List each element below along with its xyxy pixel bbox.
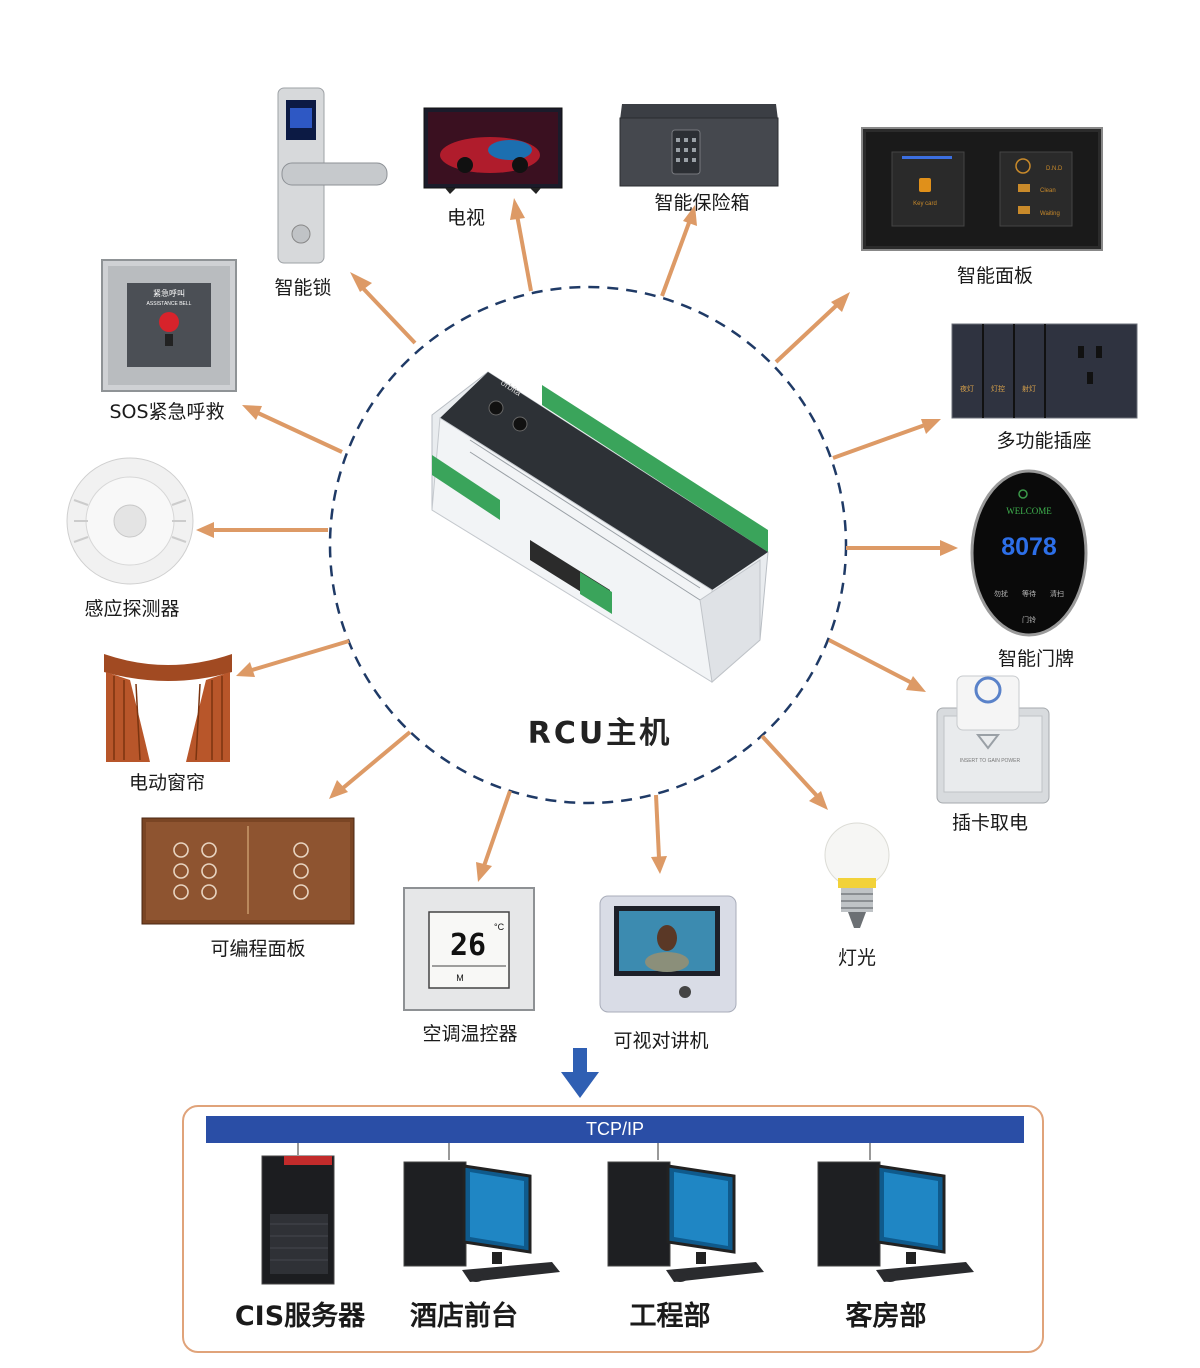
smart-lock-image bbox=[277, 87, 388, 264]
label-engineering: 工程部 bbox=[629, 1301, 711, 1332]
network-box bbox=[182, 1105, 1044, 1353]
doorplate-status-1: 勿扰 bbox=[994, 589, 1008, 598]
doorplate-welcome: WELCOME bbox=[1006, 506, 1052, 516]
smart-panel-image bbox=[861, 127, 1103, 251]
arrow-thermostat-head bbox=[476, 862, 492, 882]
rcu-boundary-circle bbox=[328, 285, 848, 805]
thermostat-mode: M bbox=[456, 973, 464, 983]
arrow-curtain-head bbox=[236, 662, 255, 677]
doorplate-image bbox=[970, 469, 1088, 637]
tcpip-bus: TCP/IP bbox=[206, 1116, 1024, 1143]
down-arrow bbox=[561, 1048, 599, 1098]
doorplate-number: 8078 bbox=[1001, 533, 1057, 561]
label-curtain: 电动窗帘 bbox=[128, 772, 206, 794]
panel-waiting-text: Waiting bbox=[1040, 211, 1060, 217]
panel-clean-text: Clean bbox=[1040, 188, 1056, 194]
label-sos: SOS紧急呼救 bbox=[109, 401, 225, 423]
arrow-prog-panel-head bbox=[329, 780, 348, 799]
arrow-card-head bbox=[906, 676, 926, 692]
rcu-label: RCU主机 bbox=[527, 716, 673, 751]
connection-arrows bbox=[196, 198, 958, 882]
label-doorplate: 智能门牌 bbox=[997, 648, 1075, 670]
socket-label-1: 夜灯 bbox=[960, 384, 974, 393]
panel-keycard-text: Key card bbox=[913, 201, 937, 207]
label-housekeeping: 客房部 bbox=[845, 1301, 927, 1332]
arrow-tv bbox=[515, 214, 533, 292]
arrow-doorplate-head bbox=[940, 540, 958, 556]
arrow-prog-panel bbox=[341, 730, 412, 790]
arrow-light bbox=[760, 734, 820, 799]
panel-dnd-text: D.N.D bbox=[1046, 166, 1063, 172]
socket-image bbox=[951, 323, 1138, 419]
label-programmable-panel: 可编程面板 bbox=[210, 938, 306, 960]
server-image bbox=[261, 1155, 335, 1285]
programmable-panel-image bbox=[141, 817, 355, 925]
arrow-lock bbox=[356, 281, 417, 345]
safe-image bbox=[619, 104, 779, 187]
label-light: 灯光 bbox=[837, 947, 877, 969]
arrow-intercom bbox=[654, 794, 661, 859]
label-cis-server: CIS服务器 bbox=[234, 1301, 366, 1332]
card-switch-image bbox=[936, 675, 1050, 804]
arrow-sos bbox=[257, 411, 343, 454]
arrow-intercom-head bbox=[651, 856, 667, 874]
arrow-sos-head bbox=[242, 405, 262, 420]
label-socket: 多功能插座 bbox=[996, 430, 1092, 452]
tv-image bbox=[423, 107, 563, 194]
arrow-safe bbox=[660, 219, 692, 297]
light-bulb-image bbox=[824, 822, 890, 928]
arrow-sensor-head bbox=[196, 522, 214, 538]
arrow-socket bbox=[832, 423, 926, 460]
arrow-socket-head bbox=[921, 419, 941, 434]
doorplate-status-3: 清扫 bbox=[1050, 589, 1064, 598]
arrow-panel-head bbox=[831, 292, 850, 312]
label-front-desk: 酒店前台 bbox=[410, 1301, 518, 1332]
sos-button-image bbox=[101, 259, 237, 392]
arrow-card bbox=[828, 638, 913, 685]
network-connectors bbox=[297, 1143, 871, 1160]
doorplate-status-2: 等待 bbox=[1022, 589, 1036, 598]
card-insert-text: INSERT TO GAIN POWER bbox=[960, 758, 1021, 764]
sos-sign-cn: 紧急呼叫 bbox=[153, 288, 185, 298]
thermostat-image bbox=[403, 887, 535, 1011]
thermostat-temp: 26 bbox=[450, 928, 486, 963]
motion-sensor-image bbox=[66, 457, 194, 585]
label-thermostat: 空调温控器 bbox=[422, 1023, 518, 1045]
label-smart-panel: 智能面板 bbox=[956, 265, 1034, 287]
doorplate-bell: 门铃 bbox=[1022, 615, 1036, 624]
arrow-panel bbox=[774, 302, 840, 364]
arrow-thermostat bbox=[482, 790, 512, 867]
pc-image-frontdesk bbox=[403, 1161, 560, 1282]
label-motion-sensor: 感应探测器 bbox=[84, 598, 180, 620]
intercom-image bbox=[599, 895, 737, 1013]
arrow-tv-head bbox=[510, 198, 525, 220]
arrow-safe-head bbox=[683, 205, 697, 226]
label-tv: 电视 bbox=[446, 207, 486, 229]
socket-label-2: 灯控 bbox=[991, 384, 1005, 393]
label-safe: 智能保险箱 bbox=[654, 192, 750, 214]
socket-label-3: 射灯 bbox=[1022, 384, 1036, 393]
label-smart-lock: 智能锁 bbox=[274, 277, 332, 299]
rcu-device-image bbox=[431, 371, 769, 683]
arrow-light-head bbox=[809, 791, 828, 810]
arrow-lock-head bbox=[350, 272, 372, 292]
label-card-switch: 插卡取电 bbox=[951, 812, 1029, 834]
pc-image-housekeeping bbox=[817, 1161, 974, 1282]
thermostat-unit: °C bbox=[494, 922, 505, 932]
label-intercom: 可视对讲机 bbox=[613, 1030, 709, 1052]
sos-sign-en: ASSISTANCE BELL bbox=[147, 301, 192, 307]
curtain-image bbox=[104, 654, 232, 762]
pc-image-engineering bbox=[607, 1161, 764, 1282]
arrow-curtain bbox=[251, 639, 350, 672]
